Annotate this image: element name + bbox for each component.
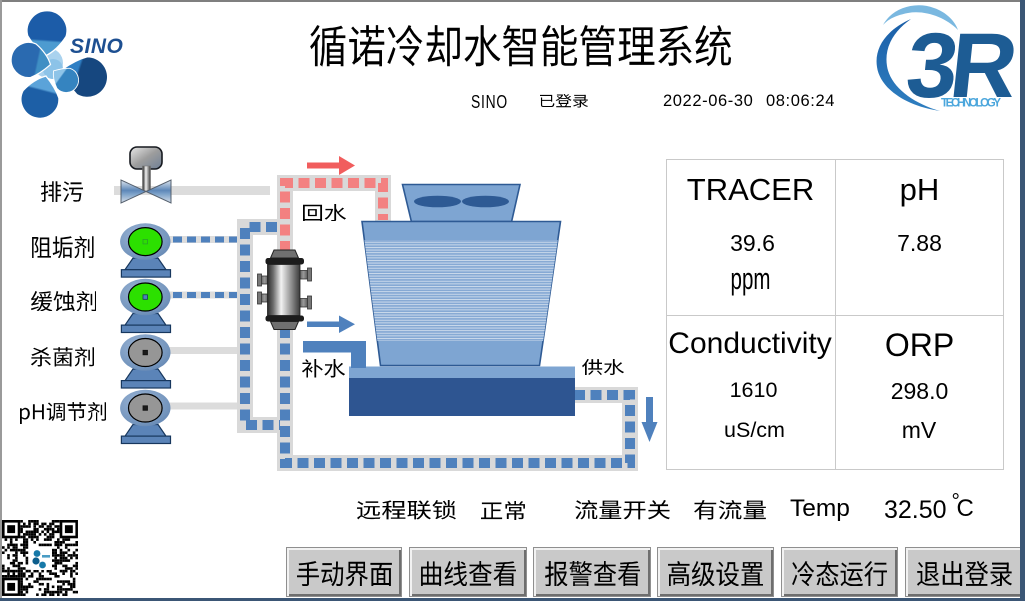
svg-text:SINO: SINO [70, 35, 123, 58]
svg-text:TECHNOLOGY: TECHNOLOGY [941, 98, 1001, 110]
svg-text:3R: 3R [902, 13, 1023, 113]
